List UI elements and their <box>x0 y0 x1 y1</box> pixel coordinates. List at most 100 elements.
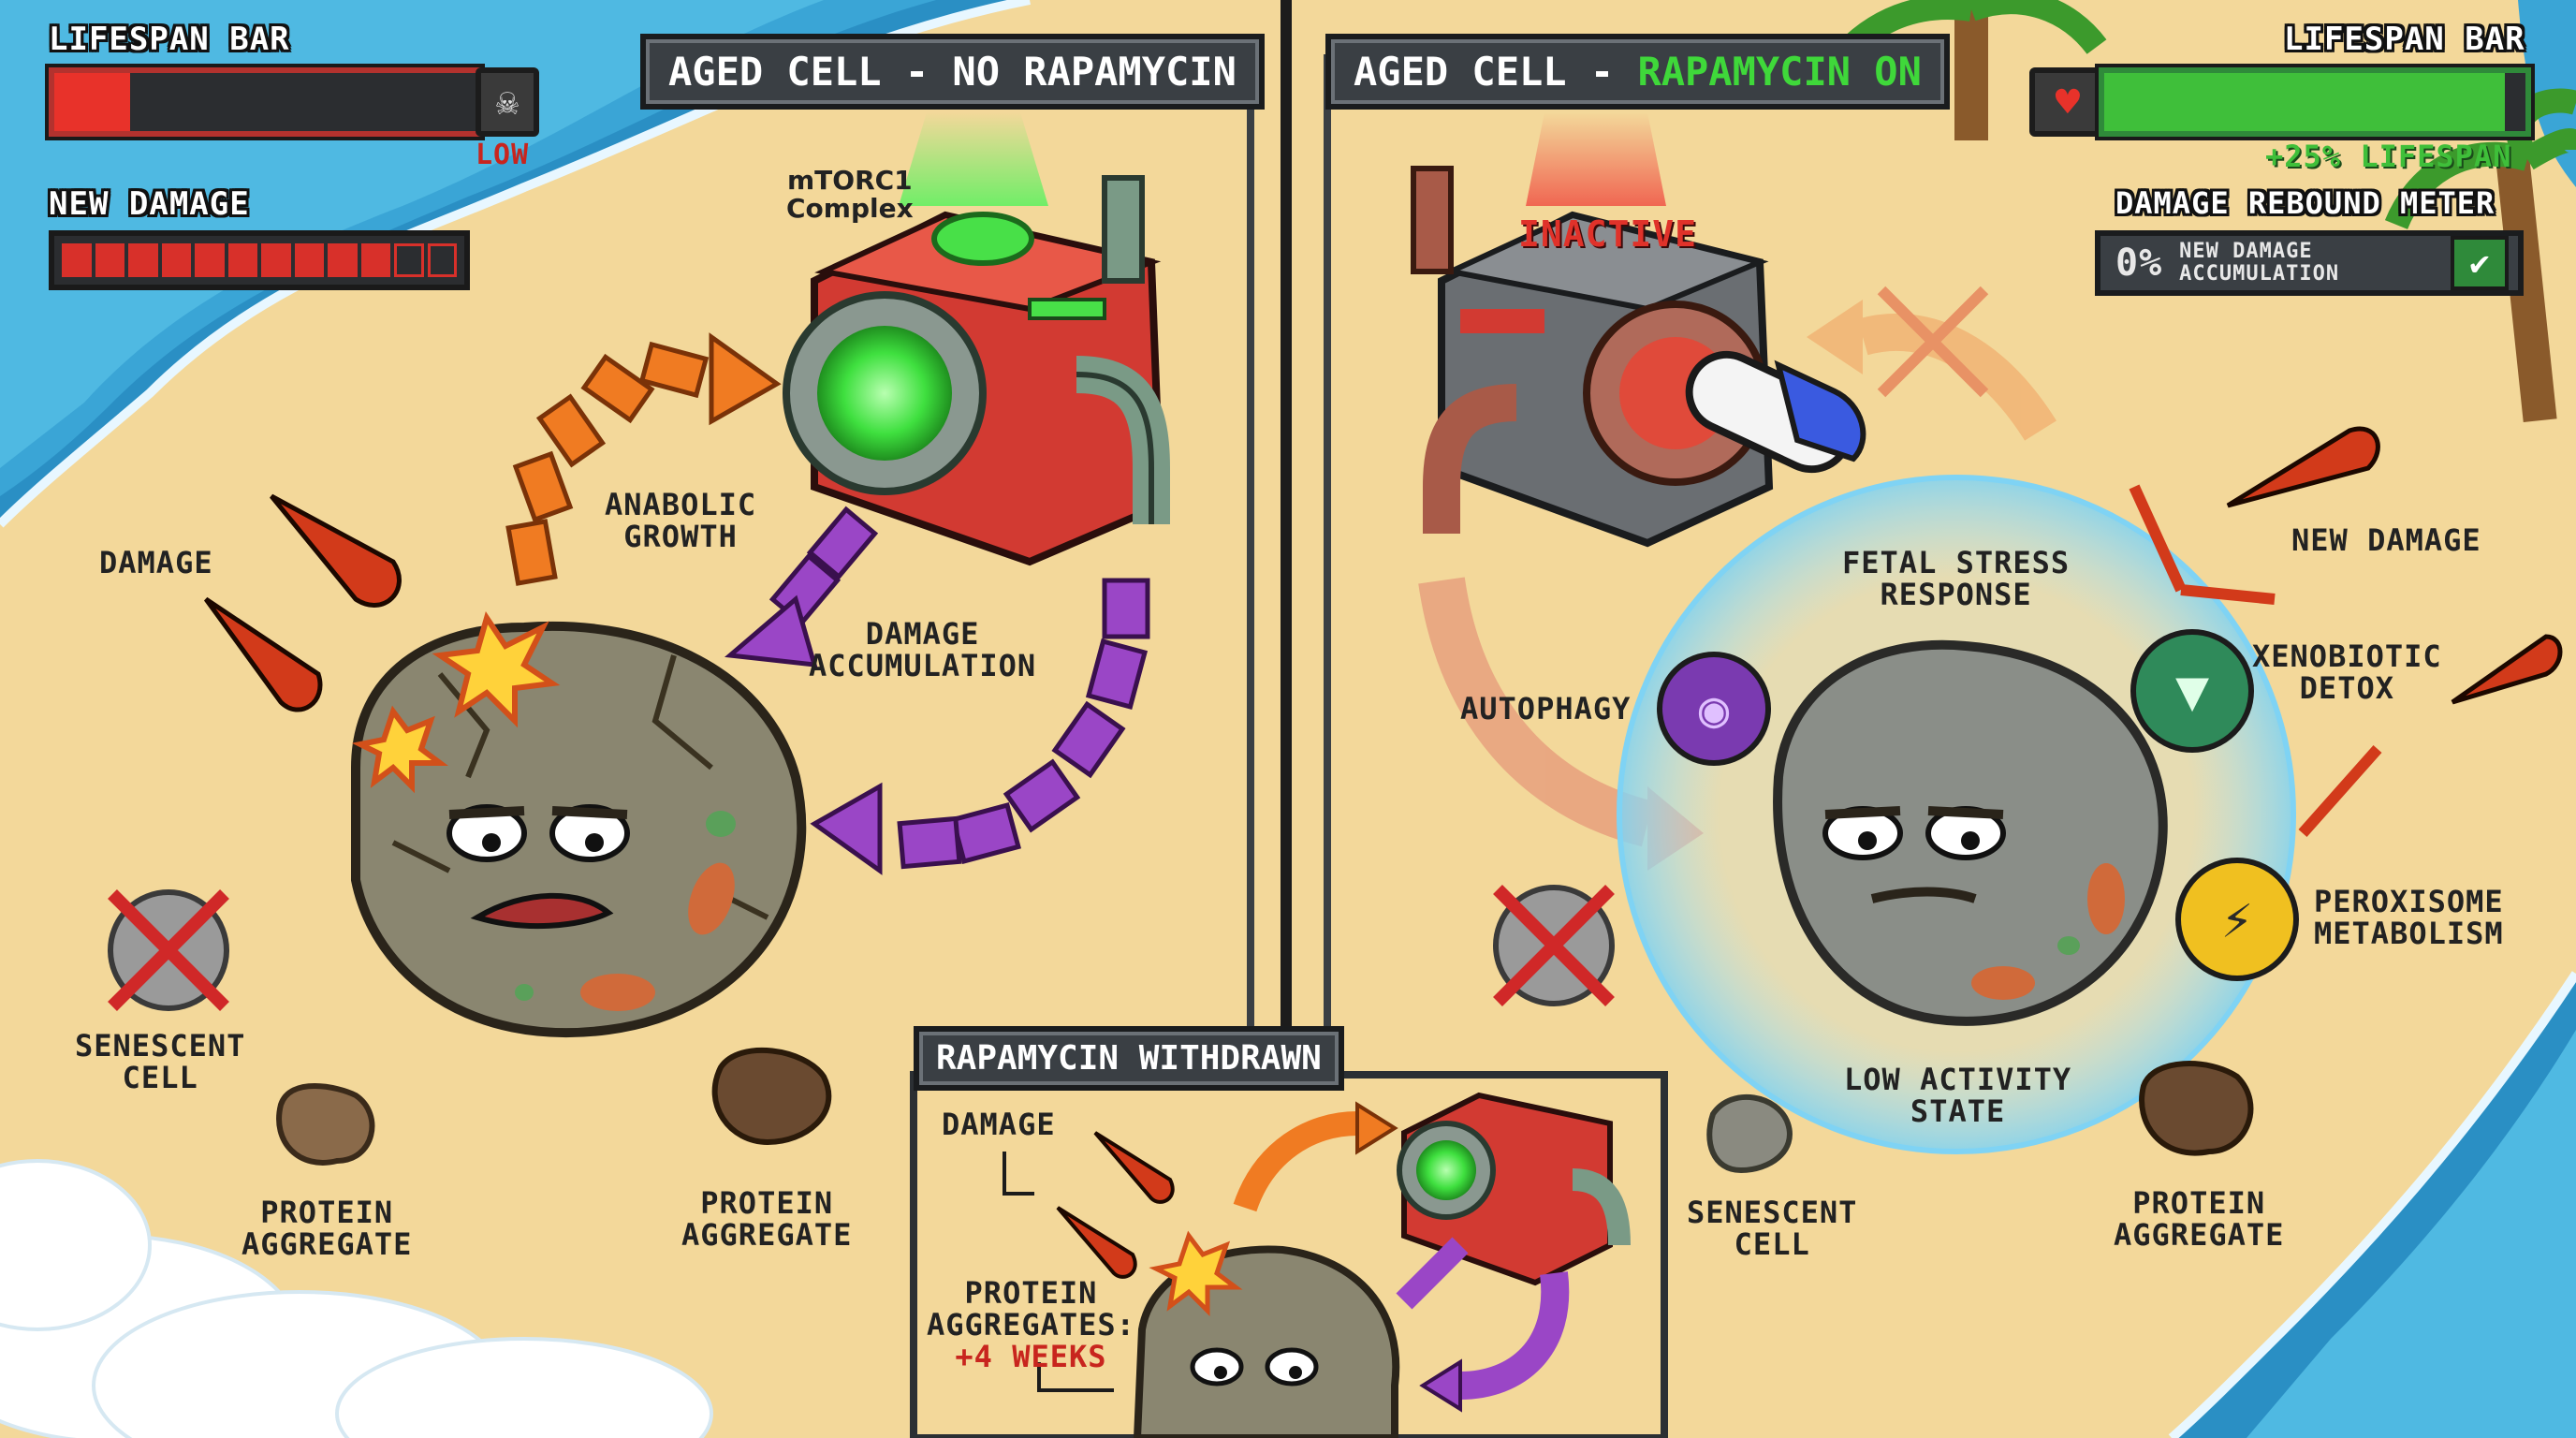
mtorc1-label: mTORC1 Complex <box>786 167 914 223</box>
lifespan-fill-left <box>54 73 130 131</box>
protein-b-line-1: PROTEIN <box>700 1185 834 1221</box>
damage-accumulation-arrow <box>724 506 1150 875</box>
protein-aggregate-left-2 <box>711 1047 832 1146</box>
perox-line-1: PEROXISOME <box>2314 884 2504 919</box>
damage-segment <box>128 243 158 277</box>
skull-icon: ☠ <box>476 67 539 137</box>
new-damage-label-right: NEW DAMAGE <box>2291 522 2481 558</box>
inset-agg-time: +4 WEEKS <box>955 1339 1107 1374</box>
battery-icon: ⚡ <box>2175 858 2299 981</box>
fireball-icon <box>203 493 402 712</box>
damage-accumulation-line-2: ACCUMULATION <box>809 648 1037 683</box>
new-damage-meter <box>49 230 470 290</box>
anabolic-growth-line-2: GROWTH <box>623 519 738 554</box>
damage-label-left: DAMAGE <box>99 545 213 580</box>
lifespan-fill-right <box>2104 73 2505 131</box>
protein-a-line-2: AGGREGATE <box>242 1226 413 1262</box>
damage-rebound-label: DAMAGE REBOUND METER <box>2115 185 2496 221</box>
inactive-label: INACTIVE <box>1518 213 1698 255</box>
inset-panel-title: RAPAMYCIN WITHDRAWN <box>914 1026 1344 1091</box>
damage-segment <box>394 243 424 277</box>
damage-rebound-meter: 0% NEW DAMAGE ACCUMULATION ✔ <box>2095 230 2524 296</box>
damage-segment <box>294 243 324 277</box>
anabolic-growth-line-1: ANABOLIC <box>605 487 757 522</box>
right-panel-title-highlight: RAPAMYCIN ON <box>1637 49 1922 95</box>
senescent-cell-label-left: SENESCENT CELL <box>75 1030 245 1093</box>
protein-aggregate-right <box>2139 1061 2254 1156</box>
xeno-line-1: XENOBIOTIC <box>2252 638 2442 674</box>
fireball-icon <box>2226 426 2563 705</box>
fireball-icon <box>1056 1131 1175 1279</box>
inset-mtorc1-machine <box>1397 1092 1631 1286</box>
senescent-r-line-2: CELL <box>1734 1226 1810 1262</box>
lifespan-bar-left <box>49 67 481 137</box>
protein-aggregate-left-1 <box>276 1083 375 1166</box>
peroxisome-metabolism-label: PEROXISOME METABOLISM <box>2314 886 2504 949</box>
pointer-line <box>1003 1152 1034 1196</box>
rebound-text: NEW DAMAGE ACCUMULATION <box>2179 241 2339 286</box>
left-panel-title: AGED CELL - NO RAPAMYCIN <box>640 34 1265 110</box>
protein-b-line-2: AGGREGATE <box>681 1217 853 1253</box>
inset-agg-line-1: PROTEIN <box>964 1275 1098 1311</box>
right-panel-title: AGED CELL - RAPAMYCIN ON <box>1325 34 1950 110</box>
senescent-line-2: CELL <box>122 1060 198 1095</box>
xeno-line-2: DETOX <box>2299 670 2394 706</box>
rebound-value: 0% <box>2115 242 2163 285</box>
rebound-text-line-2: ACCUMULATION <box>2179 262 2340 286</box>
gear-icon <box>1583 301 1768 486</box>
senescent-cell-label-right: SENESCENT CELL <box>1687 1196 1857 1260</box>
explosion-icon <box>1149 1230 1243 1317</box>
damage-segment <box>195 243 225 277</box>
inset-agg-line-2: AGGREGATES: <box>927 1307 1135 1343</box>
inset-damage-arrow <box>1396 1237 1570 1413</box>
pointer-line <box>1037 1362 1114 1392</box>
senescent-cell-right <box>1493 885 1615 1006</box>
anabolic-arrow <box>505 332 782 586</box>
senescent-cell-right-2 <box>1706 1094 1793 1174</box>
inset-aggregates-label: PROTEIN AGGREGATES: +4 WEEKS <box>927 1277 1135 1372</box>
aged-cell-left <box>351 622 807 1038</box>
senescent-r-line-1: SENESCENT <box>1687 1195 1858 1230</box>
lifespan-bar-label-left: LIFESPAN BAR <box>49 21 290 58</box>
perox-line-2: METABOLISM <box>2314 916 2504 951</box>
heart-icon: ♥ <box>2029 67 2106 137</box>
protein-aggregate-label-right: PROTEIN AGGREGATE <box>2114 1187 2284 1251</box>
palm-tree-icon <box>1824 0 2107 140</box>
autophagy-icon: ◉ <box>1657 652 1771 766</box>
lifespan-bonus: +25% LIFESPAN <box>2265 139 2512 174</box>
inset-damage-label: DAMAGE <box>942 1107 1056 1142</box>
protein-r-line-2: AGGREGATE <box>2114 1217 2285 1253</box>
xenobiotic-detox-label: XENOBIOTIC DETOX <box>2252 640 2442 704</box>
mtorc1-label-line-2: Complex <box>786 193 914 224</box>
deflected-damage-arrows <box>2129 484 2382 837</box>
damage-segment <box>161 243 191 277</box>
protein-a-line-1: PROTEIN <box>260 1195 394 1230</box>
damage-segment <box>360 243 390 277</box>
funnel-icon: ▼ <box>2130 629 2254 753</box>
pill-icon <box>1685 350 1866 474</box>
protein-aggregate-label-left-2: PROTEIN AGGREGATE <box>681 1187 852 1251</box>
check-icon: ✔ <box>2451 236 2509 290</box>
right-panel-title-prefix: AGED CELL - <box>1354 49 1638 95</box>
rebound-text-line-1: NEW DAMAGE <box>2179 240 2313 263</box>
damage-accumulation-label: DAMAGE ACCUMULATION <box>809 618 1036 682</box>
damage-segment <box>62 243 92 277</box>
mtorc1-label-line-1: mTORC1 <box>786 165 913 196</box>
low-activity-state-label: LOW ACTIVITY STATE <box>1844 1064 2071 1127</box>
anabolic-growth-label: ANABOLIC GROWTH <box>605 489 756 552</box>
fetal-line-2: RESPONSE <box>1880 577 2032 612</box>
damage-segment <box>328 243 358 277</box>
lifespan-bar-right <box>2099 67 2531 137</box>
low-line-2: STATE <box>1910 1093 2006 1129</box>
fetal-line-1: FETAL STRESS <box>1842 545 2071 580</box>
inset-anabolic-arrow <box>1233 1101 1398 1212</box>
senescent-line-1: SENESCENT <box>75 1028 246 1064</box>
explosion-icon <box>351 610 561 794</box>
aged-cell-right <box>1773 639 2168 1026</box>
low-line-1: LOW ACTIVITY <box>1844 1062 2072 1097</box>
damage-segment <box>227 243 257 277</box>
damage-segment <box>95 243 124 277</box>
blocked-growth-arrow <box>1807 286 2056 441</box>
damage-segment <box>261 243 291 277</box>
